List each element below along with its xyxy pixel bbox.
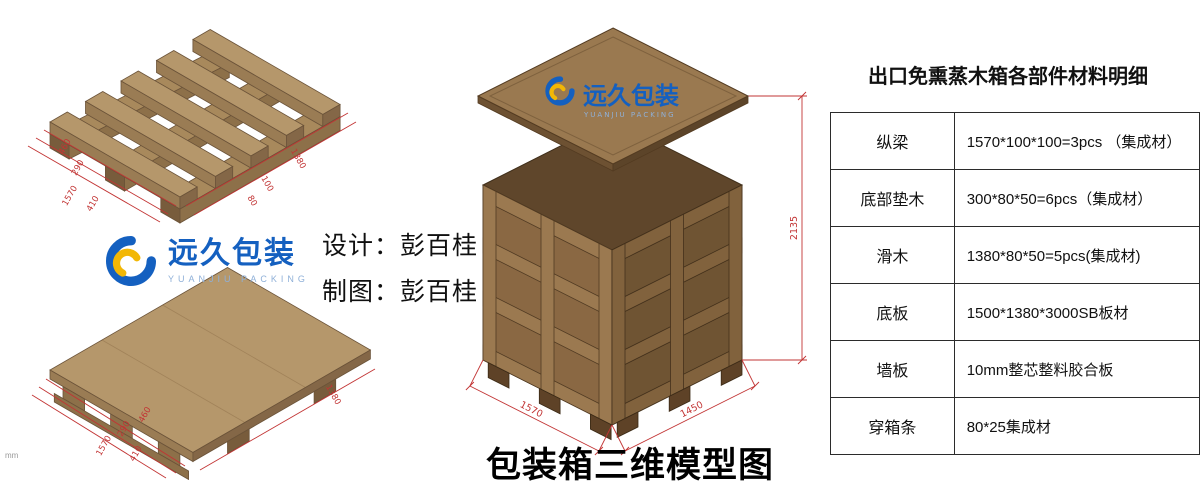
- crate-right-wall: [611, 184, 743, 426]
- part-cell: 墙板: [830, 340, 955, 398]
- dim-label: 410: [85, 194, 102, 213]
- brand-logo: 远久包装 YUANJIU PACKING: [102, 232, 309, 290]
- part-cell: 穿箱条: [830, 397, 955, 455]
- table-row: 墙板 10mm整芯整料胶合板: [830, 340, 1200, 398]
- spec-cell: 300*80*50=6pcs（集成材）: [953, 169, 1200, 227]
- brand-name-en: YUANJIU PACKING: [168, 273, 309, 284]
- crate-left-wall: [482, 184, 613, 426]
- part-cell: 纵梁: [830, 112, 955, 170]
- dim-label: 1570: [61, 184, 80, 208]
- table-row: 滑木 1380*80*50=5pcs(集成材): [830, 226, 1200, 284]
- dim-label: 290: [70, 158, 87, 177]
- spec-cell: 80*25集成材: [953, 397, 1200, 455]
- crate-drawing: 1570 1450 2135 远久包装 YUANJIU PACKING: [465, 27, 807, 456]
- materials-table: 纵梁 1570*100*100=3pcs （集成材） 底部垫木 300*80*5…: [830, 112, 1200, 455]
- page-title: 包装箱三维模型图: [485, 446, 774, 485]
- brand-name-en: YUANJIU PACKING: [583, 111, 676, 119]
- deck-board: [49, 267, 372, 463]
- dim-label: 1570: [95, 434, 114, 458]
- spec-cell: 10mm整芯整料胶合板: [953, 340, 1200, 398]
- materials-table-title: 出口免熏蒸木箱各部件材料明细: [868, 66, 1148, 88]
- spec-cell: 1570*100*100=3pcs （集成材）: [953, 112, 1200, 170]
- crate-lid: 远久包装 YUANJIU PACKING: [476, 27, 750, 172]
- deck-feet: [53, 378, 337, 480]
- dim-label: 80: [245, 194, 259, 208]
- crate-feet: [487, 359, 743, 441]
- frame-slats: [49, 29, 341, 210]
- brand-name-cn: 远久包装: [168, 237, 296, 271]
- credit-draft: 制图：彭百桂: [322, 278, 479, 306]
- pallet-frame-drawing: 460 290 1570 410 1380 100 80: [27, 29, 357, 224]
- spec-cell: 1380*80*50=5pcs(集成材): [953, 226, 1200, 284]
- credit-design: 设计：彭百桂: [322, 232, 479, 260]
- unit-note: mm: [5, 451, 19, 460]
- spec-cell: 1500*1380*3000SB板材: [953, 283, 1200, 341]
- brand-name-cn: 远久包装: [583, 82, 679, 110]
- table-row: 底板 1500*1380*3000SB板材: [830, 283, 1200, 341]
- dim-label-height: 2135: [789, 216, 800, 240]
- part-cell: 底板: [830, 283, 955, 341]
- brand-swoosh-icon: [102, 232, 160, 290]
- lid-logo: 远久包装 YUANJIU PACKING: [548, 79, 679, 119]
- table-row: 底部垫木 300*80*50=6pcs（集成材）: [830, 169, 1200, 227]
- dim-label: 100: [258, 174, 275, 193]
- part-cell: 底部垫木: [830, 169, 955, 227]
- brand-text: 远久包装 YUANJIU PACKING: [168, 238, 309, 284]
- pallet-deck-drawing: 460 290 1570 410 1380: [31, 267, 376, 480]
- table-row: 穿箱条 80*25集成材: [830, 397, 1200, 455]
- part-cell: 滑木: [830, 226, 955, 284]
- table-row: 纵梁 1570*100*100=3pcs （集成材）: [830, 112, 1200, 170]
